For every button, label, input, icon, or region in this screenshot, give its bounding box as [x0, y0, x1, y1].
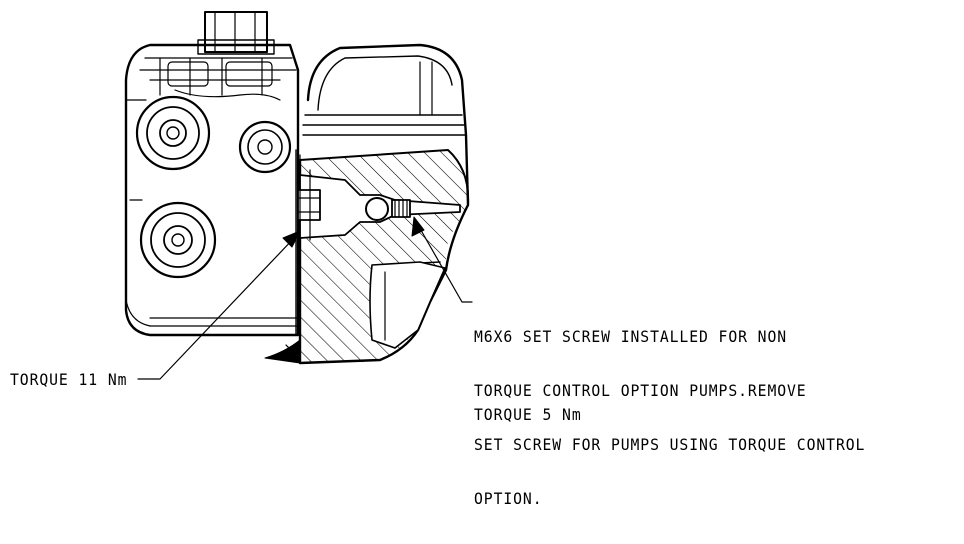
set-screw-note-line: SET SCREW FOR PUMPS USING TORQUE CONTROL	[474, 435, 866, 454]
leader-set-screw	[411, 216, 473, 303]
port-upper	[135, 95, 211, 171]
set-screw-note-line: OPTION.	[474, 489, 543, 508]
torque-11-note: TORQUE 11 Nm	[10, 370, 128, 389]
hatched-section	[299, 149, 470, 363]
plug-fitting	[297, 169, 321, 241]
pump-cross-section-drawing	[124, 11, 473, 380]
torque-5-note: TORQUE 5 Nm	[474, 405, 582, 424]
port-lower	[139, 201, 217, 279]
top-connector	[197, 11, 275, 55]
set-screw-note-line: TORQUE CONTROL OPTION PUMPS.REMOVE	[474, 381, 807, 400]
set-screw	[391, 199, 411, 218]
leader-torque-11	[137, 230, 301, 380]
flange-edge	[264, 149, 301, 364]
valve-body	[124, 43, 300, 337]
drawing-canvas: TORQUE 11 Nm M6X6 SET SCREW INSTALLED FO…	[10, 11, 864, 508]
set-screw-note-line: M6X6 SET SCREW INSTALLED FOR NON	[474, 327, 788, 346]
port-small	[238, 120, 292, 174]
ball-check	[365, 197, 389, 221]
